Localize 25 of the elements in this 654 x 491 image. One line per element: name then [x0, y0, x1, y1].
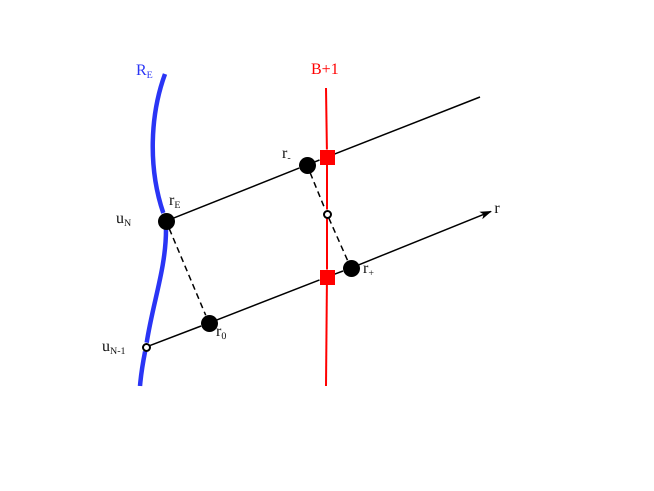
dashed-line [168, 228, 206, 316]
line [314, 159, 320, 162]
line-label: B+1 [311, 62, 339, 78]
point-label: r$_{+}$ [363, 261, 374, 279]
line [334, 96, 480, 155]
line [174, 167, 300, 219]
axis-label: r [491, 201, 503, 217]
line [325, 284, 328, 386]
point-label: r$_{E}$ [169, 193, 180, 211]
curve [138, 350, 148, 386]
point-label: u$_{N}$ [116, 211, 132, 229]
line [334, 270, 344, 275]
curve [144, 229, 168, 343]
line [325, 88, 328, 150]
dashed-line [328, 218, 348, 260]
curve [150, 73, 168, 214]
line [216, 279, 320, 321]
line [326, 164, 328, 210]
line [150, 325, 202, 346]
point-label: u$_{N-1}$ [102, 339, 126, 357]
arrow [358, 210, 492, 266]
curve-label: R$_{E}$ [136, 63, 153, 81]
line [326, 218, 328, 270]
point-label: r$_{-}$ [282, 146, 291, 164]
point-label: r$_{0}$ [216, 324, 226, 342]
